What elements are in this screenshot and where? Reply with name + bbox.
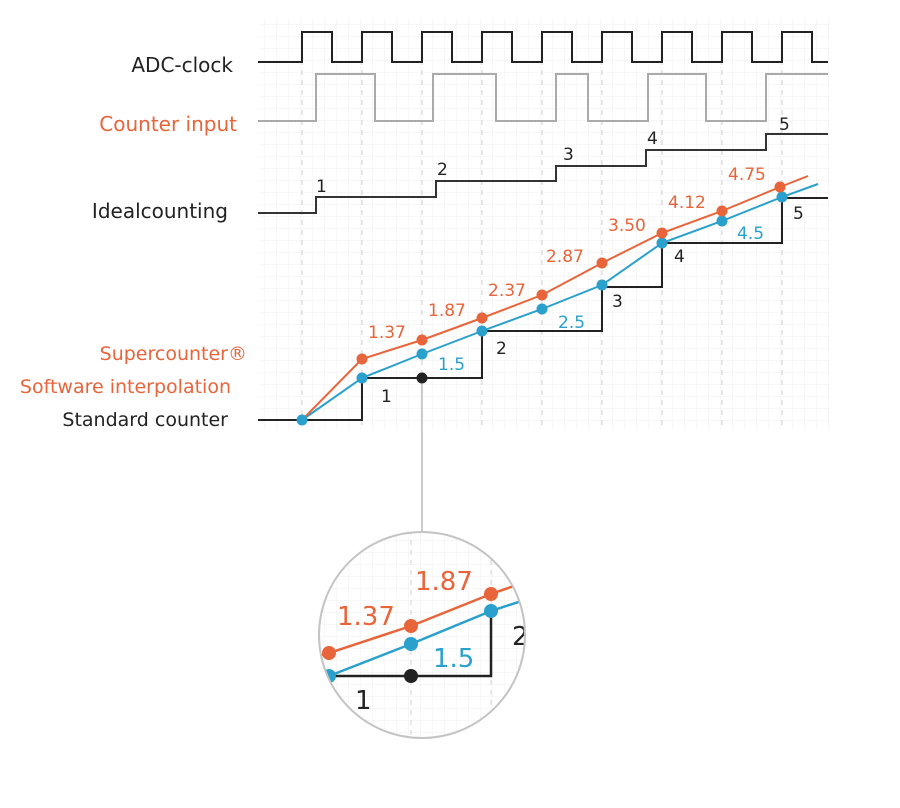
supercounter-value-label: 2.37 [488,281,526,301]
zoom-supercounter-label: 1.37 [337,602,395,632]
ideal-count-label: 1 [316,177,327,197]
interpolation-value-label: 2.5 [558,313,585,333]
zoom-standard-line [329,611,493,678]
supercounter-value-label: 4.75 [728,165,766,185]
interpolation-value-label: 1.5 [438,355,465,375]
zoom-standard-point [404,669,418,683]
ideal-count-label: 3 [563,145,574,165]
zoom-magnifier: 1.37 1.87 1.5 1 2 [318,531,529,739]
interpolation-points [296,191,788,426]
zoom-supercounter-point [322,646,336,660]
counter-input-waveform [258,73,828,122]
zoom-interpolation-point [404,637,418,651]
adc-clock-waveform [258,31,828,63]
supercounter-line [301,175,809,421]
zoom-standard-count-label: 1 [355,686,372,716]
software-interpolation-label: Software interpolation [20,376,231,398]
standard-counter-label: Standard counter [62,409,228,431]
ideal-counting-label: Idealcounting [92,199,228,223]
supercounter-value-label: 1.37 [368,323,406,343]
standard-count-label: 3 [612,292,623,312]
standard-count-label: 2 [496,339,507,359]
zoom-supercounter-label: 1.87 [415,567,473,597]
supercounter-value-label: 3.50 [608,216,646,236]
standard-counter-line [258,197,828,421]
zoom-interpolation-label: 1.5 [433,644,474,674]
adc-clock-label: ADC-clock [131,53,233,77]
standard-count-label: 5 [793,204,804,224]
zoom-standard-count-label: 2 [512,622,529,652]
standard-sample-point [416,372,428,384]
ideal-counting-line [258,133,828,214]
zoom-supercounter-point [404,619,418,633]
interpolation-line [301,183,819,421]
supercounter-value-label: 2.87 [546,247,584,267]
ideal-count-label: 4 [647,129,658,149]
supercounter-value-label: 4.12 [668,193,706,213]
ideal-count-label: 2 [437,160,448,180]
zoom-supercounter-point [484,587,498,601]
supercounter-value-label: 1.87 [428,301,466,321]
background-grid [258,18,830,430]
counter-input-label: Counter input [99,112,237,136]
standard-count-label: 4 [674,247,685,267]
zoom-interpolation-point [484,604,498,618]
supercounter-points [356,181,786,365]
interpolation-value-label: 4.5 [737,224,764,244]
supercounter-label: Supercounter® [100,343,247,365]
standard-count-label: 1 [381,387,392,407]
ideal-count-label: 5 [779,115,790,135]
